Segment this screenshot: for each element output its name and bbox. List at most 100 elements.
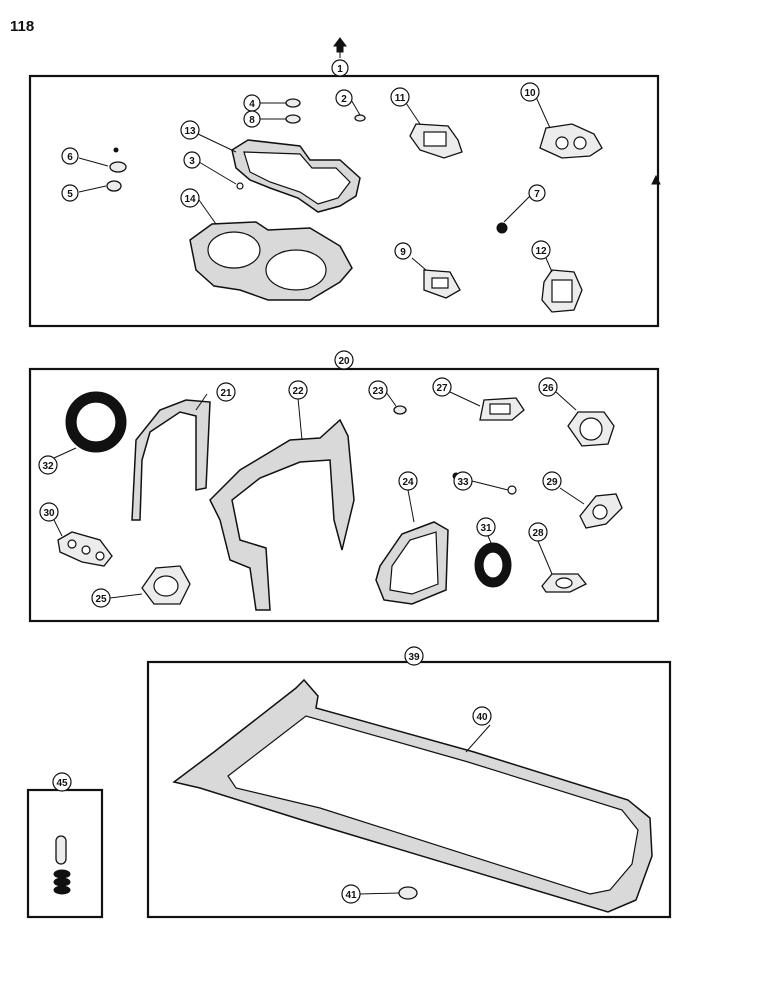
- svg-text:7: 7: [534, 189, 540, 200]
- edge-arrow-icon: [651, 174, 661, 185]
- gasket-30-hole-1: [67, 539, 77, 549]
- svg-text:23: 23: [372, 386, 384, 397]
- svg-text:31: 31: [480, 523, 492, 534]
- sleeve-45: [55, 835, 67, 865]
- svg-text:13: 13: [184, 126, 196, 137]
- manifold-gasket-11-port: [423, 131, 447, 147]
- svg-text:32: 32: [42, 461, 54, 472]
- timing-gasket-21: [131, 399, 211, 521]
- callout-20: 20: [334, 350, 354, 370]
- seal-5: [106, 180, 122, 192]
- callout-4: 4: [243, 94, 261, 112]
- svg-text:41: 41: [345, 890, 357, 901]
- gasket-28-port: [555, 577, 573, 589]
- svg-text:21: 21: [220, 388, 232, 399]
- svg-text:3: 3: [189, 156, 195, 167]
- svg-text:40: 40: [476, 712, 488, 723]
- gasket-26-port: [579, 417, 603, 441]
- gasket-12-port: [551, 279, 573, 303]
- svg-text:5: 5: [67, 189, 73, 200]
- top-arrow-icon: [333, 37, 347, 58]
- callout-9: 9: [394, 242, 412, 260]
- svg-text:4: 4: [249, 99, 255, 110]
- svg-text:30: 30: [43, 508, 55, 519]
- svg-text:12: 12: [535, 246, 547, 257]
- callout-2: 2: [335, 89, 353, 107]
- svg-text:2: 2: [341, 94, 347, 105]
- callout-12: 12: [531, 240, 551, 260]
- callout-7: 7: [528, 184, 546, 202]
- callout-26: 26: [538, 377, 558, 397]
- callout-23: 23: [368, 380, 388, 400]
- svg-text:6: 6: [67, 152, 73, 163]
- timing-cover-gasket-22: [209, 418, 355, 611]
- callout-40: 40: [472, 706, 492, 726]
- svg-text:39: 39: [408, 652, 420, 663]
- gasket-9-port: [431, 277, 449, 289]
- exhaust-gasket-10-port-1: [555, 136, 569, 150]
- head-gasket-bore-1: [207, 231, 261, 269]
- washer-23: [393, 405, 407, 415]
- oil-pan-gasket-40-inner: [227, 715, 639, 895]
- oil-seal-31: [474, 542, 512, 588]
- callout-5: 5: [61, 184, 79, 202]
- callout-32: 32: [38, 455, 58, 475]
- callout-30: 30: [39, 502, 59, 522]
- svg-text:26: 26: [542, 383, 554, 394]
- svg-text:14: 14: [184, 194, 196, 205]
- svg-text:1: 1: [337, 64, 343, 75]
- callout-14: 14: [180, 188, 200, 208]
- callout-11: 11: [390, 87, 410, 107]
- callout-31: 31: [476, 517, 496, 537]
- svg-text:27: 27: [436, 383, 448, 394]
- svg-text:29: 29: [546, 477, 558, 488]
- washer-4: [285, 98, 301, 108]
- seal-6: [109, 161, 127, 173]
- callout-8: 8: [243, 110, 261, 128]
- gasket-27-port: [489, 403, 511, 415]
- svg-text:20: 20: [338, 356, 350, 367]
- callout-27: 27: [432, 377, 452, 397]
- exhaust-gasket-10-port-2: [573, 136, 587, 150]
- callout-6: 6: [61, 147, 79, 165]
- washer-2: [354, 114, 366, 122]
- dot-6: [113, 147, 119, 153]
- svg-text:33: 33: [457, 477, 469, 488]
- callout-lead-lines: [53, 96, 585, 895]
- svg-text:9: 9: [400, 247, 406, 258]
- callout-1: 1: [331, 59, 349, 77]
- exhaust-gasket-10: [539, 123, 603, 159]
- svg-text:28: 28: [532, 528, 544, 539]
- callout-33: 33: [453, 471, 473, 491]
- spring-45: [53, 869, 71, 895]
- rocker-cover-gasket-inner: [243, 151, 351, 205]
- callout-10: 10: [520, 82, 540, 102]
- gasket-25-port: [153, 575, 179, 597]
- o-ring-3: [236, 182, 244, 190]
- plug-7: [496, 222, 508, 234]
- callout-25: 25: [91, 588, 111, 608]
- gasket-29-port: [592, 504, 608, 520]
- callout-22: 22: [288, 380, 308, 400]
- svg-text:22: 22: [292, 386, 304, 397]
- svg-text:10: 10: [524, 88, 536, 99]
- callout-21: 21: [216, 382, 236, 402]
- crank-oil-seal-32: [65, 391, 127, 453]
- callout-28: 28: [528, 522, 548, 542]
- gasket-30-hole-2: [81, 545, 91, 555]
- o-ring-33: [507, 485, 517, 495]
- page-number: 118: [10, 18, 35, 35]
- callout-45: 45: [52, 772, 72, 792]
- callout-3: 3: [183, 151, 201, 169]
- water-pump-gasket-24-inner: [389, 531, 439, 595]
- callout-24: 24: [398, 471, 418, 491]
- svg-text:25: 25: [95, 594, 107, 605]
- svg-text:45: 45: [56, 778, 68, 789]
- callout-29: 29: [542, 471, 562, 491]
- svg-text:11: 11: [395, 93, 406, 104]
- svg-text:24: 24: [402, 477, 414, 488]
- washer-41: [398, 886, 418, 900]
- washer-8: [285, 114, 301, 124]
- head-gasket-bore-2: [265, 249, 327, 291]
